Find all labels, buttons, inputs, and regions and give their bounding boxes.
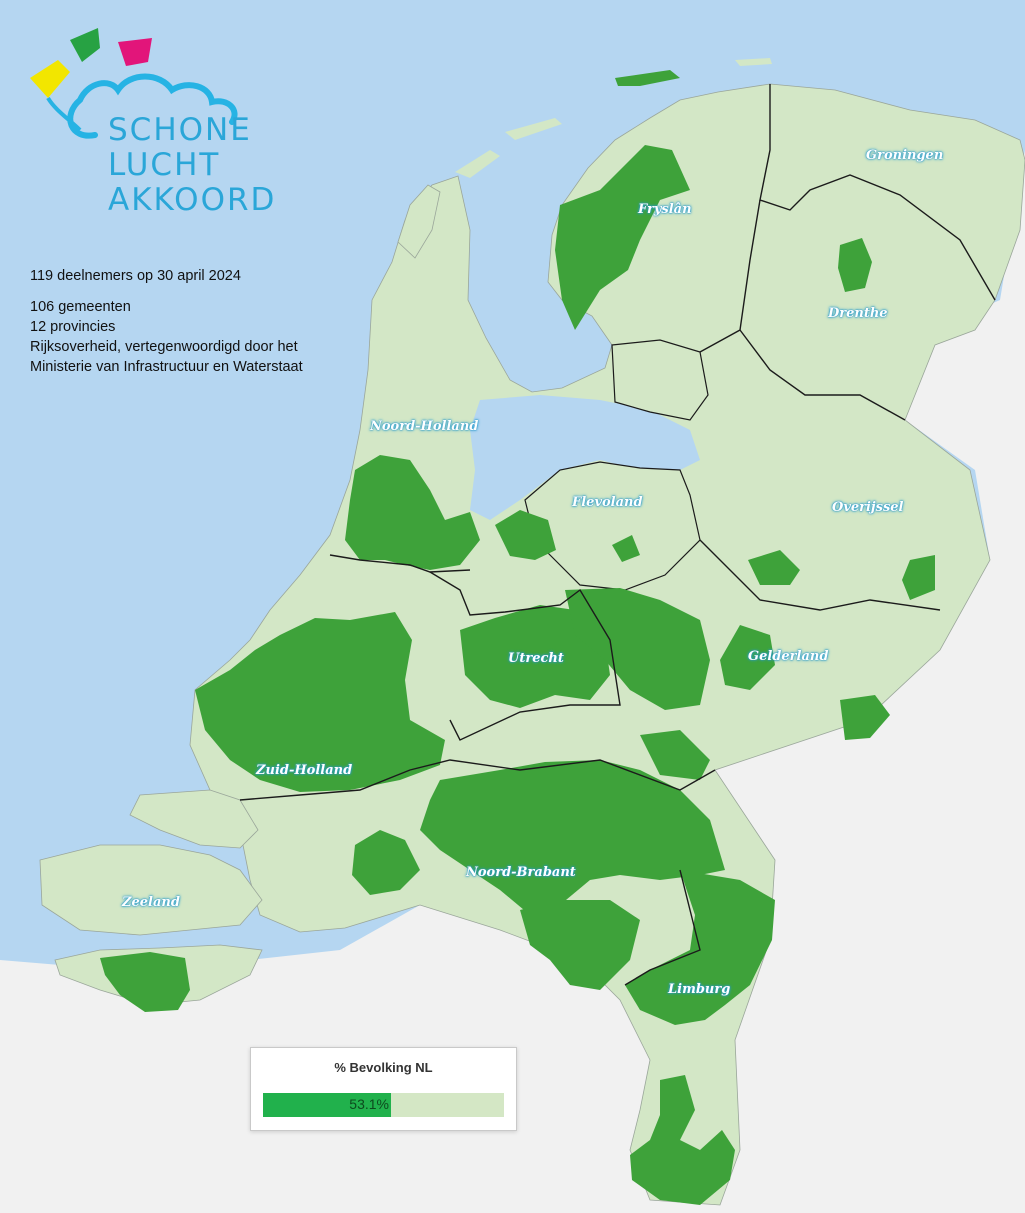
participant-utrecht (460, 605, 610, 708)
label-drenthe: Drenthe (828, 306, 888, 321)
logo-kite-magenta (118, 38, 152, 66)
participant-overijssel-west (748, 550, 800, 585)
terschelling (505, 118, 562, 140)
texel (397, 184, 441, 259)
info-line-2: 12 provincies (30, 319, 116, 335)
border-drenthe-overijssel (739, 329, 906, 421)
zeeland-north-islands (129, 789, 259, 849)
border-zuid-holland-brabant (239, 759, 716, 801)
ijsselmeer (470, 395, 700, 520)
population-bar-value: 53.1% (349, 1096, 389, 1112)
population-bar-panel: % Bevolking NL 53.1% (250, 1047, 517, 1131)
label-zeeland: Zeeland (122, 895, 180, 910)
participant-flevoland (495, 510, 556, 560)
neighbouring-land (0, 150, 1025, 1213)
noordoostpolder (611, 339, 709, 421)
logo-cloud-outline (67, 73, 238, 139)
border-utrecht (429, 571, 621, 741)
participant-nijmegen (640, 730, 710, 780)
participating-municipalities (195, 145, 935, 1205)
participant-fryslan (555, 145, 690, 330)
label-noord-holland: Noord-Holland (370, 419, 479, 434)
logo-line-3: AKKOORD (108, 182, 277, 218)
label-flevoland: Flevoland (572, 495, 643, 510)
logo-kite-green (70, 28, 100, 62)
vlieland (455, 150, 500, 178)
participant-south-limburg (630, 1075, 735, 1205)
participant-gelderland-east (720, 625, 775, 690)
logo-line-1: SCHONE (108, 112, 252, 148)
participant-gelderland-west (565, 588, 710, 710)
border-gelderland-overijssel (699, 539, 941, 611)
ameland (615, 70, 680, 86)
participant-noord-holland (345, 455, 480, 570)
border-groningen-fryslan (759, 84, 996, 301)
label-gelderland: Gelderland (748, 649, 829, 664)
participant-almere-area (612, 535, 640, 562)
participant-eindhoven (520, 900, 640, 990)
logo-line-2: LUCHT (108, 147, 221, 183)
info-line-3: Rijksoverheid, vertegenwoordigd door het (30, 339, 298, 355)
border-fryslan-drenthe (699, 199, 761, 353)
schiermonnikoog (735, 58, 772, 66)
info-line-1: 106 gemeenten (30, 299, 131, 315)
population-bar-fill: 53.1% (263, 1093, 391, 1117)
label-overijssel: Overijssel (832, 500, 904, 515)
participant-brabant-west (352, 830, 420, 895)
logo-kite-yellow (30, 60, 70, 98)
participant-zuid-holland (195, 612, 445, 792)
participant-overijssel-east (902, 555, 935, 600)
label-limburg: Limburg (668, 982, 731, 997)
border-noord-holland-zuid-holland (329, 554, 471, 573)
participant-drenthe (838, 238, 872, 292)
population-bar-track: 53.1% (263, 1093, 504, 1117)
label-zuid-holland: Zuid-Holland (256, 763, 353, 778)
population-bar-title: % Bevolking NL (334, 1060, 433, 1075)
border-brabant-limburg (624, 869, 701, 986)
logo-graphic (30, 28, 238, 139)
zeeland-participant (100, 952, 190, 1012)
participant-noord-brabant (420, 760, 725, 915)
participant-gelderland-south (840, 695, 890, 740)
info-headline: 119 deelnemers op 30 april 2024 (30, 268, 241, 284)
label-noord-brabant: Noord-Brabant (466, 865, 576, 880)
label-groningen: Groningen (866, 148, 944, 163)
logo-kite-string (46, 96, 82, 132)
label-fryslan: Fryslân (638, 202, 692, 217)
info-line-4: Ministerie van Infrastructuur en Waterst… (30, 359, 303, 375)
label-utrecht: Utrecht (508, 651, 564, 666)
zeeland-walcheren-beveland (39, 844, 263, 936)
province-borders (239, 84, 996, 986)
